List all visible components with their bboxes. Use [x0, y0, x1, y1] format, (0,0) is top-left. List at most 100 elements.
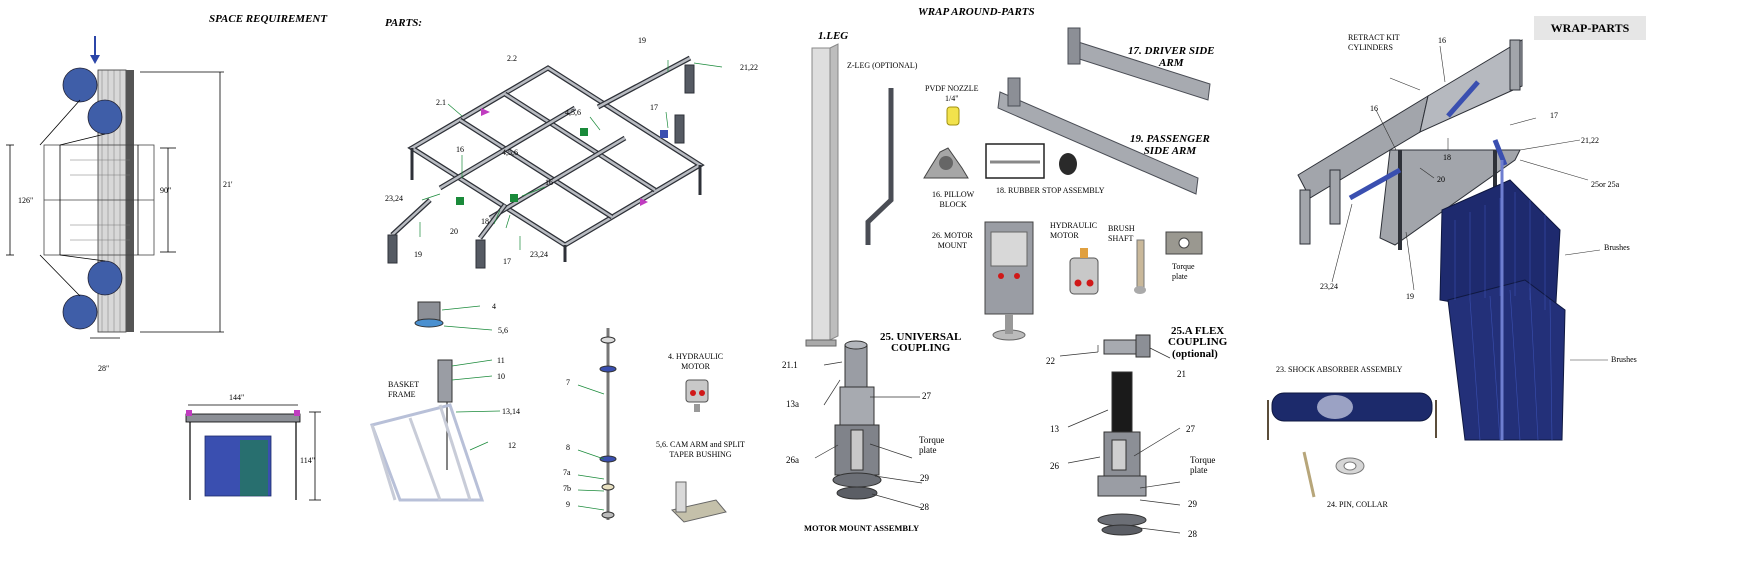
- parts-frame: [387, 55, 705, 269]
- fc-label-torque-plate: Torque plate: [1190, 455, 1216, 475]
- cam-arm-image: [671, 481, 727, 523]
- driver-arm-label: 17. DRIVER SIDE ARM: [1128, 45, 1215, 69]
- pillow-block-image: [923, 147, 969, 179]
- dim-28: 28": [98, 364, 110, 373]
- dim-126: 126": [18, 196, 34, 205]
- leg-label: 1.LEG: [818, 30, 849, 42]
- label-4-5-6-b: 4,5,6: [502, 148, 518, 157]
- label-10: 10: [497, 372, 505, 381]
- brush-shaft-image: [1134, 239, 1146, 294]
- wp-label-19: 19: [1406, 292, 1414, 301]
- parts-leaders: [419, 60, 723, 250]
- wrap-leaders: [1331, 45, 1608, 361]
- passenger-arm-drawing: [997, 77, 1199, 195]
- label-23-24-b: 23,24: [530, 250, 548, 259]
- wrap-parts-heading: WRAP-PARTS: [1534, 16, 1646, 40]
- universal-coupling-drawing: [832, 340, 882, 500]
- driver-arm-drawing: [1067, 27, 1211, 101]
- flex-optional-label: (optional): [1172, 348, 1218, 360]
- leg-drawing: [805, 43, 839, 347]
- pvdf-nozzle-image: [946, 106, 960, 126]
- space-side-view: [185, 404, 321, 501]
- space-requirement-heading: SPACE REQUIREMENT: [209, 13, 328, 25]
- wp-label-21-22: 21,22: [1581, 136, 1599, 145]
- uc-label-26a: 26a: [786, 455, 799, 465]
- label-12: 12: [508, 441, 516, 450]
- label-7a: 7a: [563, 468, 571, 477]
- label-16-b: 16: [545, 178, 553, 187]
- shaft-drawing: [599, 328, 617, 520]
- z-leg-drawing: [865, 88, 894, 245]
- dim-114: 114": [300, 456, 315, 465]
- wp-label-23-24: 23,24: [1320, 282, 1338, 291]
- retract-kit-label: RETRACT KIT CYLINDERS: [1348, 33, 1400, 52]
- label-7b: 7b: [563, 484, 571, 493]
- basket-leaders: [441, 305, 501, 451]
- brushes-label-a: Brushes: [1604, 243, 1630, 252]
- torque-plate-image: [1165, 231, 1203, 255]
- hyd-motor-label: HYDRAULIC MOTOR: [1050, 221, 1098, 240]
- pvdf-nozzle-label: PVDF NOZZLE 1/4": [925, 84, 979, 103]
- label-4: 4: [492, 302, 496, 311]
- dim-144: 144": [229, 393, 245, 402]
- uc-label-29: 29: [920, 473, 929, 483]
- wp-label-20: 20: [1437, 175, 1445, 184]
- motor-mount-26-label: 26. MOTOR MOUNT: [932, 231, 973, 250]
- pillow-block-label: 16. PILLOW BLOCK: [932, 190, 975, 209]
- uc-label-28: 28: [920, 502, 929, 512]
- basket-drawing: [370, 301, 485, 502]
- label-7: 7: [566, 378, 570, 387]
- shock-absorber-drawing: [1267, 392, 1437, 440]
- rubber-stop-label: 18. RUBBER STOP ASSEMBLY: [996, 186, 1105, 195]
- fc-leaders: [1059, 345, 1181, 534]
- fc-label-21: 21: [1177, 369, 1186, 379]
- shock-absorber-label: 23. SHOCK ABSORBER ASSEMBLY: [1276, 365, 1403, 374]
- pin-collar-label: 24. PIN, COLLAR: [1327, 500, 1388, 509]
- fc-label-13: 13: [1050, 424, 1059, 434]
- basket-frame-label: BASKET FRAME: [388, 380, 420, 399]
- label-4-5-6-a: 4,5,6: [565, 108, 581, 117]
- label-2-1: 2.1: [436, 98, 446, 107]
- cam-arm-label: 5,6. CAM ARM and SPLIT TAPER BUSHING: [656, 440, 745, 459]
- label-17-b: 17: [503, 257, 511, 266]
- dim-21: 21': [223, 180, 233, 189]
- dim-90: 90": [160, 186, 172, 195]
- brushes-label-b: Brushes: [1611, 355, 1637, 364]
- hydraulic-motor-label: 4. HYDRAULIC MOTOR: [668, 352, 724, 371]
- label-16-a: 16: [456, 145, 464, 154]
- fc-label-26: 26: [1050, 461, 1059, 471]
- label-5-6: 5,6: [498, 326, 508, 335]
- label-19-top: 19: [638, 36, 646, 45]
- fc-label-29: 29: [1188, 499, 1197, 509]
- label-23-24-a: 23,24: [385, 194, 403, 203]
- flex-coupling-label: 25.A FLEX COUPLING: [1168, 325, 1228, 348]
- label-9: 9: [566, 500, 570, 509]
- wp-label-16-a: 16: [1438, 36, 1446, 45]
- passenger-arm-label: 19. PASSENGER SIDE ARM: [1130, 133, 1210, 157]
- label-20: 20: [450, 227, 458, 236]
- uc-label-27: 27: [922, 391, 931, 401]
- hydraulic-motor-image: [685, 379, 709, 412]
- label-2-2: 2.2: [507, 54, 517, 63]
- flex-coupling-drawing: [1097, 334, 1151, 536]
- uc-label-13a: 13a: [786, 399, 799, 409]
- wp-label-25: 25or 25a: [1591, 180, 1620, 189]
- wrap-assembly-drawing: [1297, 39, 1523, 250]
- label-11: 11: [497, 356, 505, 365]
- pin-collar-drawing: [1302, 451, 1365, 498]
- label-19-b: 19: [414, 250, 422, 259]
- brush-shaft-label: BRUSH SHAFT: [1108, 224, 1135, 243]
- parts-heading: PARTS:: [385, 17, 423, 29]
- hyd-motor-image: [1069, 248, 1099, 295]
- fc-label-28: 28: [1188, 529, 1197, 539]
- universal-coupling-label: 25. UNIVERSAL COUPLING: [880, 331, 962, 354]
- uc-label-torque-plate: Torque plate: [919, 435, 945, 455]
- label-18: 18: [481, 217, 489, 226]
- label-8: 8: [566, 443, 570, 452]
- z-leg-label: Z-LEG (OPTIONAL): [847, 61, 918, 70]
- wrap-around-parts-heading: WRAP AROUND-PARTS: [918, 6, 1035, 18]
- shaft-leaders: [577, 384, 605, 511]
- fc-label-27: 27: [1186, 424, 1195, 434]
- label-13-14: 13,14: [502, 407, 520, 416]
